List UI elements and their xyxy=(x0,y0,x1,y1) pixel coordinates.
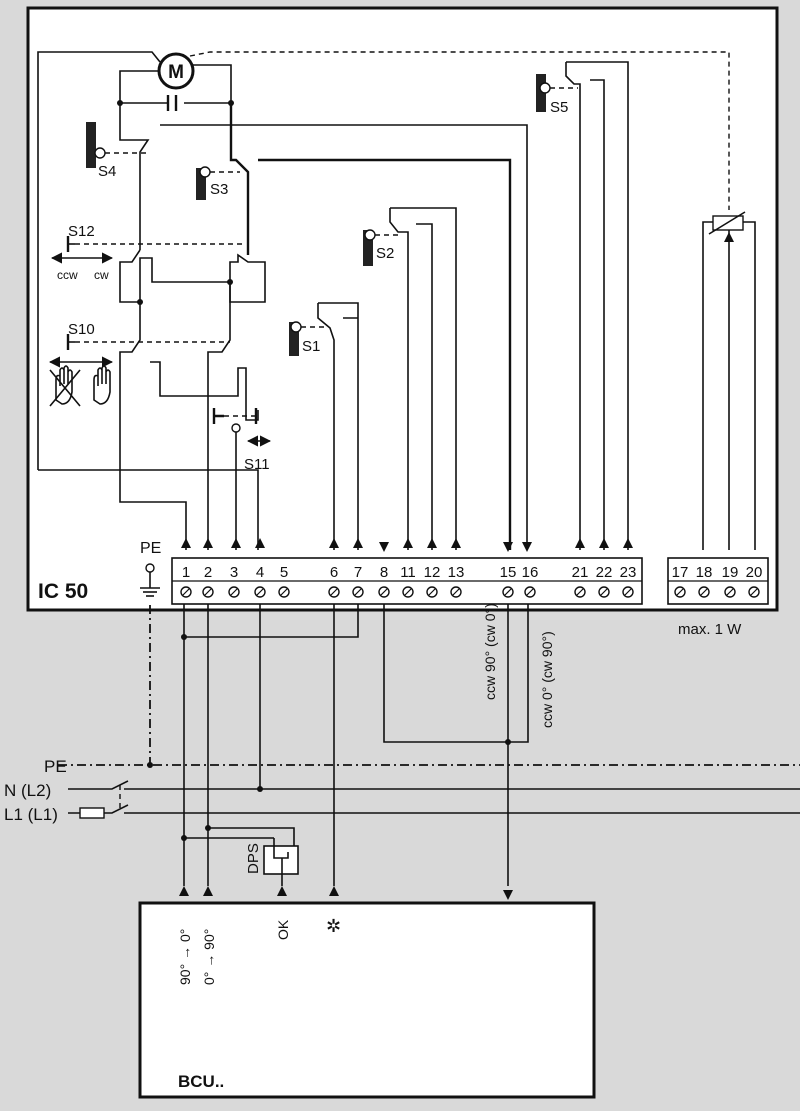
terminal-6: 6 xyxy=(330,564,338,581)
mains-n-label: N (L2) xyxy=(4,781,51,800)
terminal-18: 18 xyxy=(696,564,713,581)
terminal-arrow-out xyxy=(522,542,532,552)
terminal-arrow-in xyxy=(623,538,633,548)
ground-icon xyxy=(140,563,160,597)
flame-icon: ✲ xyxy=(326,916,341,936)
motor-icon: M xyxy=(157,52,195,90)
fuse-icon xyxy=(79,807,105,819)
terminal-2: 2 xyxy=(204,564,212,581)
terminal-16: 16 xyxy=(522,564,539,581)
terminal-13: 13 xyxy=(448,564,465,581)
terminal-arrow-in xyxy=(329,538,339,548)
svg-text:S12: S12 xyxy=(68,223,95,240)
aux-terminal-strip: 17 18 19 20 xyxy=(667,557,769,605)
terminal-22: 22 xyxy=(596,564,613,581)
svg-text:S3: S3 xyxy=(210,181,228,198)
switch-s3: S3 xyxy=(196,166,240,200)
bcu-arrow-in xyxy=(179,886,189,896)
switch-s4: S4 xyxy=(86,122,148,180)
terminal-11: 11 xyxy=(400,564,416,581)
terminal-21: 21 xyxy=(572,564,589,581)
switch-s1: S1 xyxy=(289,302,359,550)
terminal-arrow-in xyxy=(255,538,265,548)
terminal-arrow-in xyxy=(403,538,413,548)
terminal-4: 4 xyxy=(256,564,264,581)
terminal-arrow-in xyxy=(181,538,191,548)
svg-text:S2: S2 xyxy=(376,245,394,262)
terminal-19: 19 xyxy=(722,564,739,581)
switch-s11: S11 xyxy=(212,408,272,550)
svg-text:cw: cw xyxy=(94,268,109,282)
hand-disabled-icon xyxy=(49,365,81,407)
terminal-17: 17 xyxy=(672,564,689,581)
ic50-label: IC 50 xyxy=(38,580,88,603)
bcu-input-a: 90° → 0° xyxy=(177,929,193,985)
terminal-arrow-in xyxy=(203,538,213,548)
svg-text:S5: S5 xyxy=(550,99,568,116)
hand-icon xyxy=(93,365,111,405)
mains-pe-label: PE xyxy=(44,757,67,776)
terminal-arrow-in xyxy=(231,538,241,548)
bcu-input-b: 0° → 90° xyxy=(201,929,217,985)
potentiometer-arrow xyxy=(724,232,734,242)
svg-text:M: M xyxy=(168,62,184,83)
switch-s12: S12 ccw cw xyxy=(50,223,245,282)
svg-text:S1: S1 xyxy=(302,338,320,355)
terminal-12: 12 xyxy=(424,564,441,581)
bcu-arrow-in xyxy=(329,886,339,896)
terminal-3: 3 xyxy=(230,564,238,581)
terminal-20: 20 xyxy=(746,564,763,581)
switch-s10: S10 xyxy=(48,321,230,407)
terminal-arrow-in xyxy=(575,538,585,548)
terminal-arrow-out xyxy=(379,542,389,552)
bcu-arrow-out xyxy=(503,890,513,900)
terminal-1: 1 xyxy=(182,564,190,581)
potentiometer-icon xyxy=(702,211,756,550)
pe-inner-label: PE xyxy=(140,540,161,557)
switch-s2: S2 xyxy=(363,207,457,550)
svg-text:S11: S11 xyxy=(244,456,270,473)
bcu-input-ok: OK xyxy=(275,919,291,940)
terminal-23: 23 xyxy=(620,564,637,581)
svg-text:ccw: ccw xyxy=(57,268,78,282)
bcu-label: BCU.. xyxy=(178,1072,224,1091)
ic50-housing xyxy=(26,6,779,612)
rotation-label-15: ccw 90° (cw 0°) xyxy=(482,603,498,700)
dps-switch: DPS xyxy=(245,838,299,886)
terminal-arrow-in xyxy=(353,538,363,548)
aux-power-note: max. 1 W xyxy=(678,621,742,638)
terminal-arrow-out xyxy=(503,542,513,552)
svg-text:S10: S10 xyxy=(68,321,95,338)
bcu-arrow-in xyxy=(203,886,213,896)
terminal-5: 5 xyxy=(280,564,288,581)
switch-s5: S5 xyxy=(536,61,629,550)
terminal-arrow-in xyxy=(599,538,609,548)
svg-text:S4: S4 xyxy=(98,163,116,180)
terminal-8: 8 xyxy=(380,564,388,581)
terminal-arrow-in xyxy=(427,538,437,548)
terminal-7: 7 xyxy=(354,564,362,581)
terminal-arrow-in xyxy=(451,538,461,548)
rotation-label-16: ccw 0° (cw 90°) xyxy=(539,631,555,728)
terminal-15: 15 xyxy=(500,564,517,581)
bcu-housing xyxy=(138,901,596,1099)
svg-text:DPS: DPS xyxy=(245,843,262,874)
bcu-arrow-in xyxy=(277,886,287,896)
mains-l1-label: L1 (L1) xyxy=(4,805,58,824)
